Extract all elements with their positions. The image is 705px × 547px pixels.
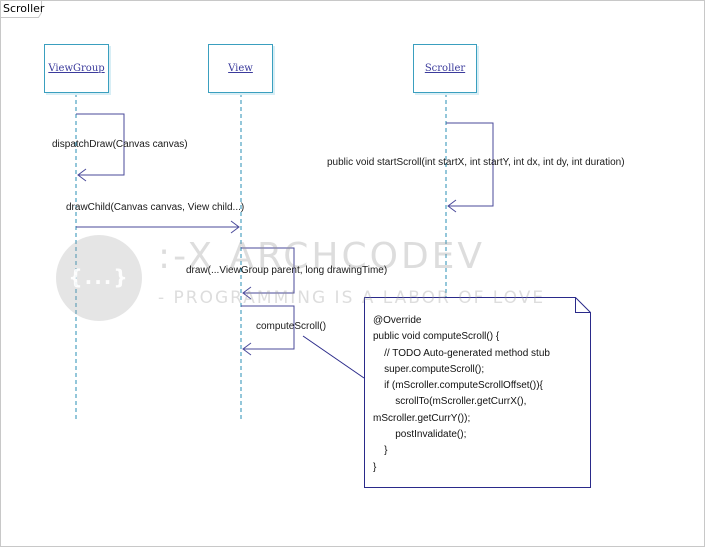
note-line: scrollTo(mScroller.getCurrX(),: [373, 396, 527, 408]
frame-tab-outline: [0, 0, 42, 18]
frame-title: Scroller: [3, 2, 45, 15]
start-scroll-arrow: [446, 122, 494, 207]
lifeline-view[interactable]: View: [208, 44, 273, 93]
compute-scroll-arrowhead: [242, 342, 252, 356]
start-scroll-arrowhead: [447, 199, 457, 213]
dispatch-draw-arrowhead: [77, 168, 87, 182]
message-dispatch-draw: dispatchDraw(Canvas canvas): [52, 139, 188, 150]
draw-child-arrowhead: [230, 220, 240, 234]
note-line: }: [373, 461, 377, 473]
message-draw: draw(...ViewGroup parent, long drawingTi…: [186, 265, 388, 276]
note-line: }: [373, 445, 388, 457]
note-line: super.computeScroll();: [373, 363, 485, 375]
message-start-scroll: public void startScroll(int startX, int …: [327, 157, 625, 168]
note-line: mScroller.getCurrY());: [373, 412, 471, 424]
dispatch-draw-arrow: [76, 113, 125, 176]
draw-arrow: [241, 247, 295, 294]
note-connector: [302, 335, 365, 379]
compute-scroll-arrow: [241, 305, 295, 350]
note-line: postInvalidate();: [373, 429, 467, 441]
message-compute-scroll: computeScroll(): [256, 321, 327, 332]
message-draw-child: drawChild(Canvas canvas, View child...): [66, 202, 245, 213]
draw-arrowhead: [242, 286, 252, 300]
note-outline: [364, 297, 591, 488]
note-line: public void computeScroll() {: [373, 331, 500, 343]
note-fold: [575, 297, 591, 313]
lifeline-viewgroup[interactable]: ViewGroup: [44, 44, 109, 93]
note-line: if (mScroller.computeScrollOffset()){: [373, 380, 543, 392]
note-line: // TODO Auto-generated method stub: [373, 347, 550, 359]
watermark-logo: {...}: [56, 235, 142, 321]
note-line: @Override: [373, 315, 422, 326]
watermark-logo-text: {...}: [68, 265, 130, 289]
code-note: @Override public void computeScroll() { …: [364, 297, 591, 488]
lifeline-scroller[interactable]: Scroller: [413, 44, 477, 93]
